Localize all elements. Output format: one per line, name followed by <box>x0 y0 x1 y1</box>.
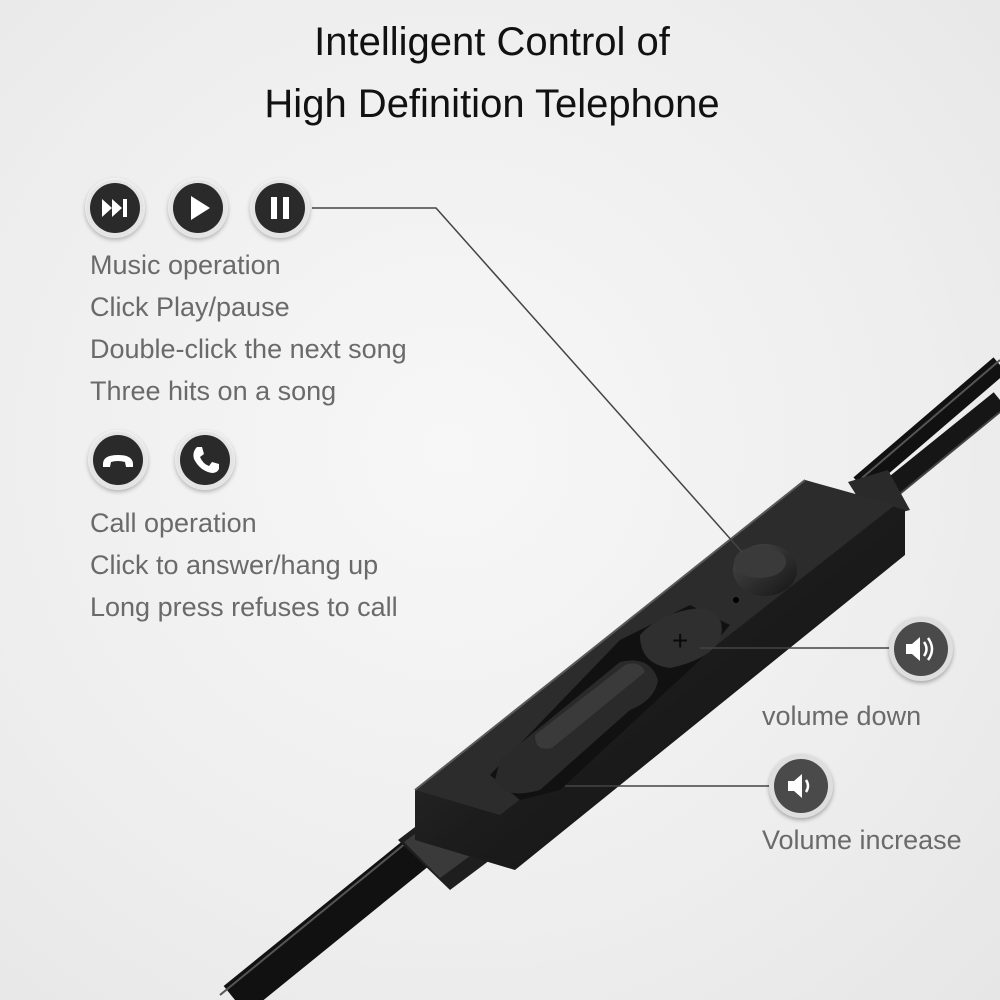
speaker-quiet-icon <box>769 754 833 818</box>
call-line-click: Click to answer/hang up <box>90 550 379 580</box>
lower-cable <box>219 836 432 1000</box>
music-line-heading: Music operation <box>90 250 281 280</box>
speaker-loud-icon <box>889 617 953 681</box>
volume-increase-label: Volume increase <box>762 825 962 855</box>
music-line-three-hits: Three hits on a song <box>90 376 337 406</box>
music-line-click: Click Play/pause <box>90 292 290 322</box>
microphone-hole <box>733 597 739 603</box>
music-line-double-click: Double-click the next song <box>90 334 407 364</box>
call-line-long-press: Long press refuses to call <box>90 592 398 622</box>
pause-icon <box>250 178 310 238</box>
call-line-heading: Call operation <box>90 508 257 538</box>
next-track-icon <box>85 178 145 238</box>
multifunction-button[interactable] <box>733 544 797 596</box>
volume-rocker[interactable]: + <box>490 605 730 800</box>
leader-lines <box>312 207 890 787</box>
page-title-line-1: Intelligent Control of <box>314 20 670 64</box>
svg-text:+: + <box>672 625 688 656</box>
play-icon <box>168 178 228 238</box>
volume-down-label: volume down <box>762 701 922 731</box>
page-title-line-2: High Definition Telephone <box>264 82 720 126</box>
hang-up-icon <box>88 430 148 490</box>
phone-answer-icon <box>175 430 235 490</box>
